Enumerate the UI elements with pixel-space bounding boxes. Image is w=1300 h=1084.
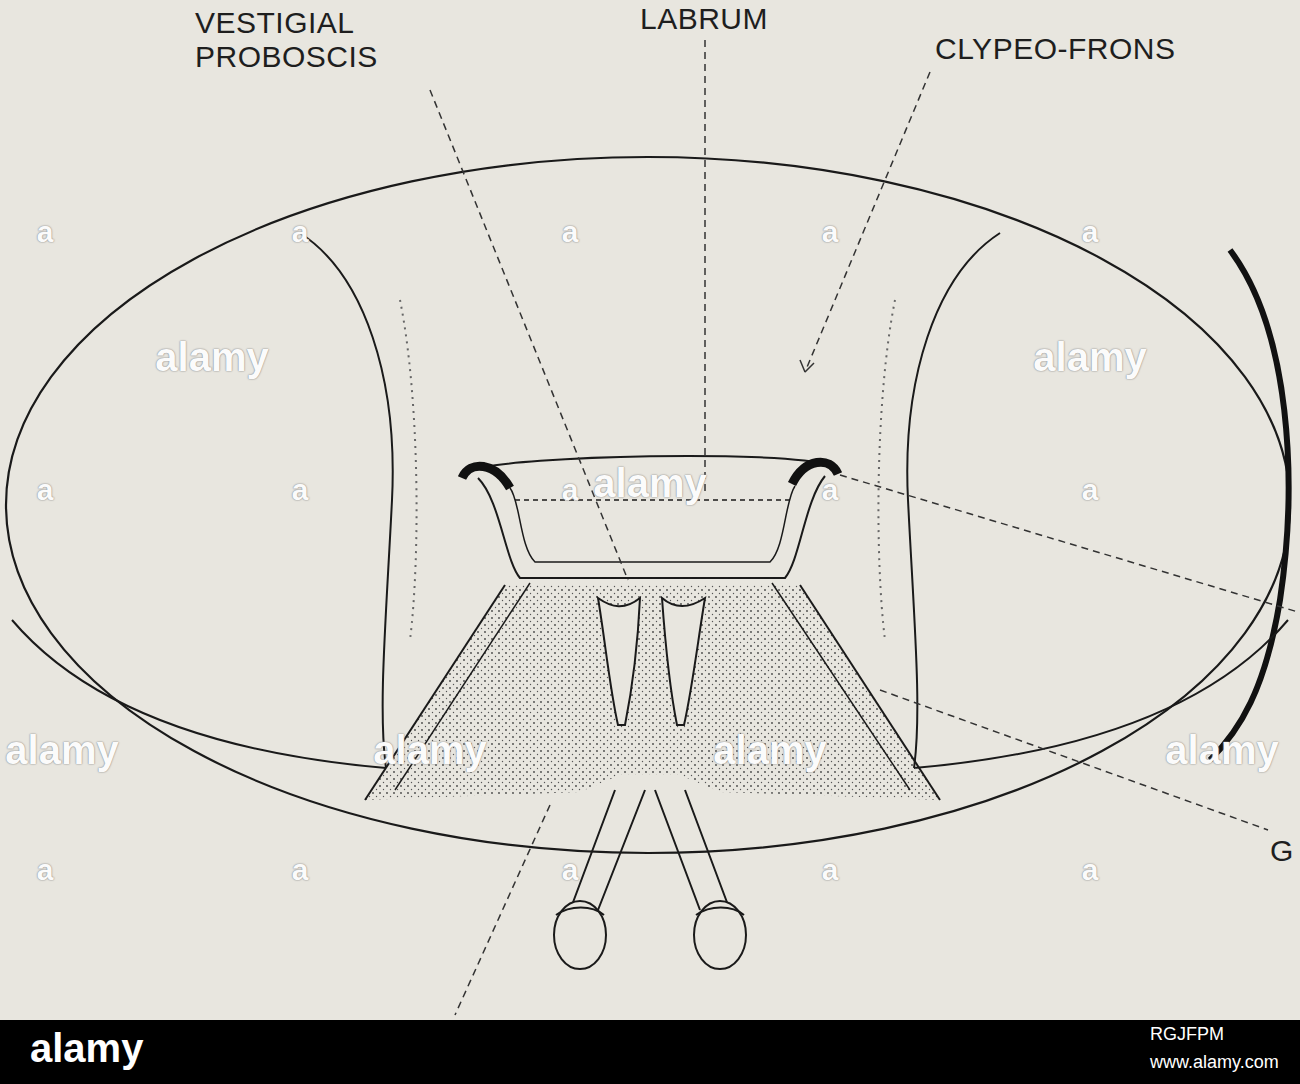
part-label: LABRUM: [640, 2, 768, 36]
watermark: alamy: [155, 335, 268, 380]
watermark-logo: alamy: [30, 1026, 143, 1071]
watermark: alamy: [593, 461, 706, 506]
watermark-mark: a: [292, 215, 309, 249]
watermark-mark: a: [37, 853, 54, 887]
watermark-mark: a: [562, 473, 579, 507]
watermark: alamy: [1165, 728, 1278, 773]
watermark-mark: a: [822, 215, 839, 249]
watermark-mark: a: [1082, 853, 1099, 887]
watermark-mark: a: [822, 473, 839, 507]
watermark-mark: a: [1082, 473, 1099, 507]
watermark: alamy: [1033, 335, 1146, 380]
watermark: alamy: [373, 728, 486, 773]
watermark-mark: a: [822, 853, 839, 887]
watermark-mark: a: [37, 473, 54, 507]
watermark-mark: a: [562, 853, 579, 887]
part-label: VESTIGIAL PROBOSCIS: [195, 6, 475, 74]
watermark-mark: a: [292, 853, 309, 887]
image-id: RGJFPM: [1150, 1024, 1224, 1045]
part-label: CLYPEO-FRONS: [935, 32, 1175, 66]
watermark: alamy: [713, 728, 826, 773]
part-label: G: [1270, 834, 1294, 868]
watermark: alamy: [5, 728, 118, 773]
watermark-mark: a: [562, 215, 579, 249]
watermark-url: www.alamy.com: [1150, 1052, 1279, 1073]
watermark-mark: a: [1082, 215, 1099, 249]
watermark-mark: a: [292, 473, 309, 507]
watermark-mark: a: [37, 215, 54, 249]
